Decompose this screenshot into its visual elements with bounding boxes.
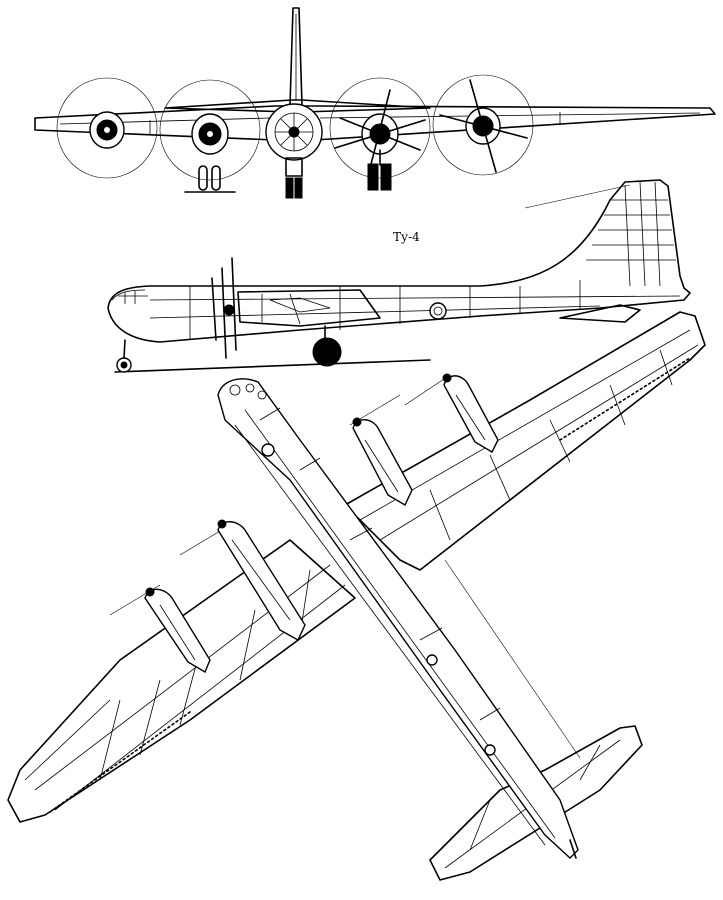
side-view-star-insignia bbox=[429, 302, 447, 320]
front-view bbox=[34, 7, 716, 199]
plan-view-right-wing bbox=[344, 311, 706, 571]
plan-view bbox=[7, 311, 706, 881]
aircraft-designation-label: Ту-4 bbox=[393, 230, 420, 244]
plan-view-fuselage bbox=[217, 378, 579, 859]
front-view-engine-inner-right bbox=[334, 89, 426, 177]
side-view-main-gear bbox=[312, 325, 342, 367]
front-view-engine-outer-right bbox=[439, 79, 528, 173]
plan-view-nacelle-inner-right bbox=[352, 417, 413, 506]
plan-view-nacelle-inner-left bbox=[217, 519, 306, 641]
plan-view-nacelle-outer-left bbox=[144, 587, 211, 674]
front-view-fuselage bbox=[265, 103, 323, 161]
side-view bbox=[107, 179, 691, 373]
front-view-engine-outer-left bbox=[89, 111, 125, 149]
side-view-nose-gear bbox=[116, 339, 132, 373]
plan-view-nacelle-outer-right bbox=[442, 373, 499, 453]
plan-view-left-wing bbox=[7, 539, 356, 823]
front-view-landing-gear bbox=[184, 149, 392, 199]
front-view-engine-inner-left bbox=[191, 113, 229, 155]
